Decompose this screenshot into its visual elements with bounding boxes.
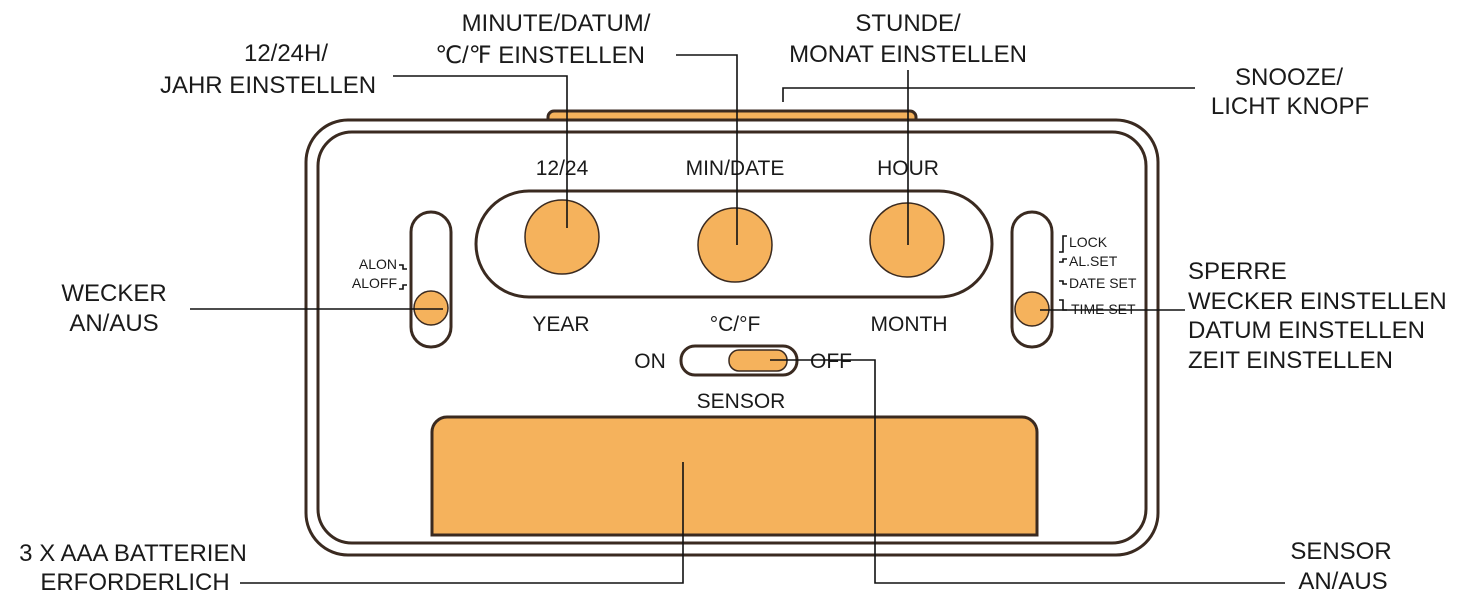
label-time-set: TIME SET <box>1071 301 1136 317</box>
callout-sensor-1: SENSOR <box>1290 538 1391 565</box>
label-month: MONTH <box>871 313 948 336</box>
label-12-24: 12/24 <box>536 157 589 180</box>
label-sensor: SENSOR <box>697 390 786 413</box>
callout-alarm-2: AN/AUS <box>69 310 158 337</box>
callout-year-1: 12/24H/ <box>244 40 328 67</box>
callout-mode-2: WECKER EINSTELLEN <box>1188 288 1447 315</box>
callout-battery-2: ERFORDERLICH <box>40 569 229 596</box>
callout-mode-3: DATUM EINSTELLEN <box>1188 317 1425 344</box>
label-date-set: DATE SET <box>1069 275 1137 291</box>
callout-sensor-2: AN/AUS <box>1298 568 1387 595</box>
label-lock: LOCK <box>1069 234 1108 250</box>
label-alon: ALON <box>359 256 397 272</box>
callout-hour-2: MONAT EINSTELLEN <box>789 41 1027 68</box>
label-year: YEAR <box>532 313 589 336</box>
label-on: ON <box>634 350 666 373</box>
label-al-set: AL.SET <box>1069 253 1118 269</box>
button-12-24 <box>524 199 600 275</box>
callout-mode-4: ZEIT EINSTELLEN <box>1188 347 1393 374</box>
callout-mode-1: SPERRE <box>1188 258 1287 285</box>
label-aloff: ALOFF <box>352 275 397 291</box>
button-min-date <box>697 207 773 283</box>
callout-snooze-1: SNOOZE/ <box>1235 64 1343 91</box>
alarm-switch-track <box>409 210 453 349</box>
leader-lines <box>190 54 1285 584</box>
callout-minute-2: ℃/℉ EINSTELLEN <box>435 42 645 69</box>
label-temp-unit: °C/°F <box>710 313 761 336</box>
callout-hour-1: STUNDE/ <box>855 10 961 37</box>
button-panel <box>474 189 994 299</box>
mode-switch-knob <box>1014 291 1050 327</box>
label-min-date: MIN/DATE <box>686 157 785 180</box>
label-off: OFF <box>810 350 852 373</box>
callout-minute-1: MINUTE/DATUM/ <box>462 10 651 37</box>
callout-snooze-2: LICHT KNOPF <box>1211 93 1369 120</box>
battery-compartment <box>430 415 1039 537</box>
callout-battery-1: 3 X AAA BATTERIEN <box>19 540 247 567</box>
mode-switch-track <box>1010 210 1054 349</box>
callout-alarm-1: WECKER <box>61 280 166 307</box>
clock-body-inner <box>316 130 1148 545</box>
alarm-switch-knob <box>413 290 449 326</box>
callout-year-2: JAHR EINSTELLEN <box>160 72 376 99</box>
button-hour <box>869 202 945 278</box>
